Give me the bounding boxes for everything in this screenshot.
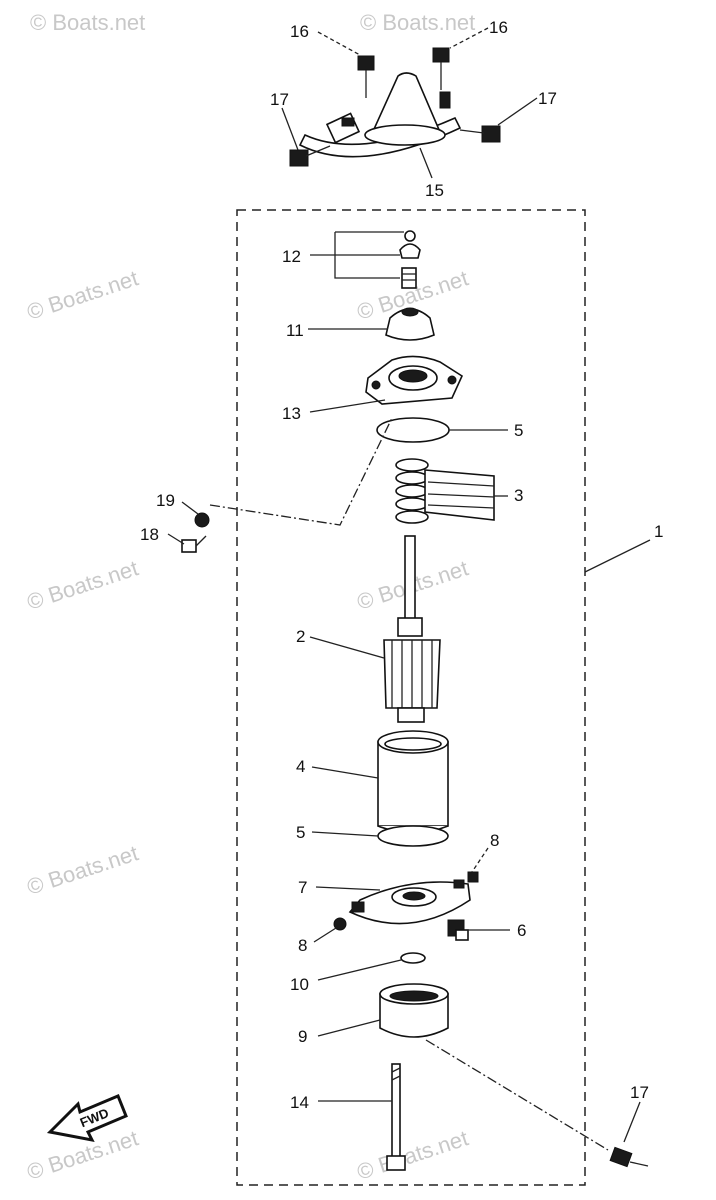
part-9-lower-cover [379, 983, 449, 1038]
watermark: © Boats.net [30, 10, 145, 35]
callout-8: 8 [490, 831, 499, 850]
leader-16a [317, 31, 361, 56]
watermark: © Boats.net [24, 265, 141, 324]
callout-labels: 16 16 17 17 15 12 11 13 5 3 19 18 1 2 4 … [140, 18, 663, 1112]
callout-3: 3 [514, 486, 523, 505]
callout-1: 1 [654, 522, 663, 541]
callout-9: 9 [298, 1027, 307, 1046]
leader-1 [584, 539, 651, 573]
part-15-bracket [298, 72, 462, 158]
leader-17b [497, 97, 538, 126]
watermark: © Boats.net [354, 1125, 471, 1184]
watermark: © Boats.net [360, 10, 475, 35]
leader-8a [471, 847, 489, 873]
leader-5b [311, 831, 379, 837]
fwd-arrow: FWD [46, 1094, 128, 1143]
callout-5: 5 [296, 823, 305, 842]
leader-12 [334, 231, 404, 279]
part-17-bolt-right [459, 125, 501, 143]
callout-17: 17 [270, 90, 289, 109]
callout-5: 5 [514, 421, 523, 440]
part-13-end-cover [365, 355, 464, 405]
leader-19 [181, 501, 199, 515]
leader-18 [167, 533, 185, 545]
callout-14: 14 [290, 1093, 309, 1112]
callout-17: 17 [630, 1083, 649, 1102]
leader-7 [315, 886, 381, 891]
part-8-screw-lower [333, 917, 347, 931]
leader-4 [311, 766, 379, 779]
leader-18-19-to-cover [209, 417, 393, 526]
callout-13: 13 [282, 404, 301, 423]
callout-16: 16 [489, 18, 508, 37]
callout-17: 17 [538, 89, 557, 108]
watermark: © Boats.net [24, 840, 141, 899]
leader-10 [317, 959, 402, 981]
callout-11: 11 [286, 321, 304, 340]
leader-17c [623, 1101, 641, 1143]
leader-2 [309, 636, 385, 659]
part-12-ball-spring [399, 230, 421, 289]
callout-6: 6 [517, 921, 526, 940]
callout-2: 2 [296, 627, 305, 646]
leader-15 [419, 147, 433, 179]
watermark: © Boats.net [24, 555, 141, 614]
part-17-bolt-lower [609, 1146, 649, 1168]
leader-13 [309, 399, 386, 413]
leader-9 [317, 1019, 381, 1037]
callout-8: 8 [298, 936, 307, 955]
leader-17a [281, 107, 299, 151]
part-5-o-ring-top [376, 417, 450, 443]
assembly-boundary [236, 209, 586, 1186]
part-6-terminal [447, 919, 469, 941]
part-4-yoke [377, 730, 449, 834]
part-7-brush-plate [348, 881, 471, 925]
part-11-bushing [385, 307, 435, 341]
callout-7: 7 [298, 878, 307, 897]
part-16-bolt-right [432, 47, 450, 90]
part-17-bolt-left [289, 145, 331, 167]
part-5-o-ring-bottom [377, 825, 449, 847]
callout-12: 12 [282, 247, 301, 266]
leader-16b [449, 27, 489, 49]
callout-16: 16 [290, 22, 309, 41]
part-19-washer [194, 512, 210, 528]
callout-15: 15 [425, 181, 444, 200]
callout-10: 10 [290, 975, 309, 994]
callout-18: 18 [140, 525, 159, 544]
callout-19: 19 [156, 491, 175, 510]
part-8-screw-upper [453, 871, 479, 889]
part-14-through-bolt [386, 1063, 406, 1171]
part-2-armature [383, 535, 441, 723]
part-16-bolt-left [357, 55, 375, 98]
leader-8b [313, 927, 337, 943]
part-3-brushes [395, 458, 495, 524]
part-18-screw [181, 535, 207, 553]
callout-4: 4 [296, 757, 305, 776]
part-10-washer [400, 952, 426, 964]
